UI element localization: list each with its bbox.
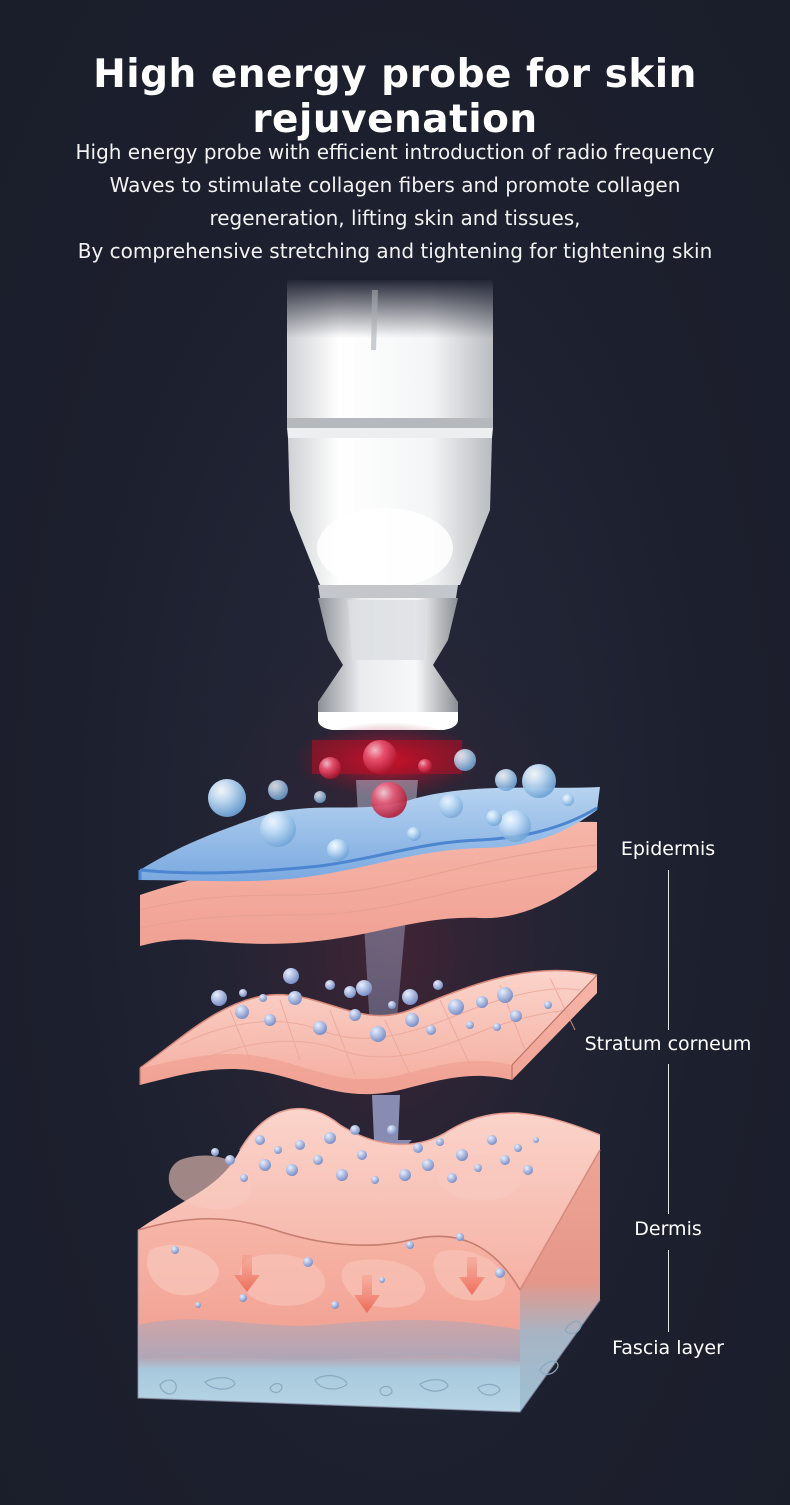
label-stratum-corneum: Stratum corneum: [584, 1033, 752, 1055]
description-line-3: regeneration, lifting skin and tissues,: [209, 206, 581, 230]
description-line-4: By comprehensive stretching and tighteni…: [77, 239, 713, 263]
page-title: High energy probe for skin rejuvenation: [93, 52, 697, 142]
divider-line-1: [668, 870, 669, 1030]
epidermis-layer: [138, 787, 600, 946]
description-line-2: Waves to stimulate collagen fibers and p…: [109, 173, 681, 197]
label-epidermis: Epidermis: [620, 838, 716, 860]
collagen-bubbles-icon: [208, 740, 574, 861]
divider-line-3: [668, 1250, 669, 1332]
label-fascia-layer: Fascia layer: [612, 1337, 724, 1359]
description: High energy probe with efficient introdu…: [40, 136, 750, 268]
label-dermis: Dermis: [634, 1218, 702, 1240]
dermis-block: [137, 1107, 601, 1413]
description-line-1: High energy probe with efficient introdu…: [75, 140, 715, 164]
dermis-dots: [171, 1125, 539, 1309]
divider-line-2: [668, 1064, 669, 1214]
stratum-dots: [211, 968, 552, 1042]
